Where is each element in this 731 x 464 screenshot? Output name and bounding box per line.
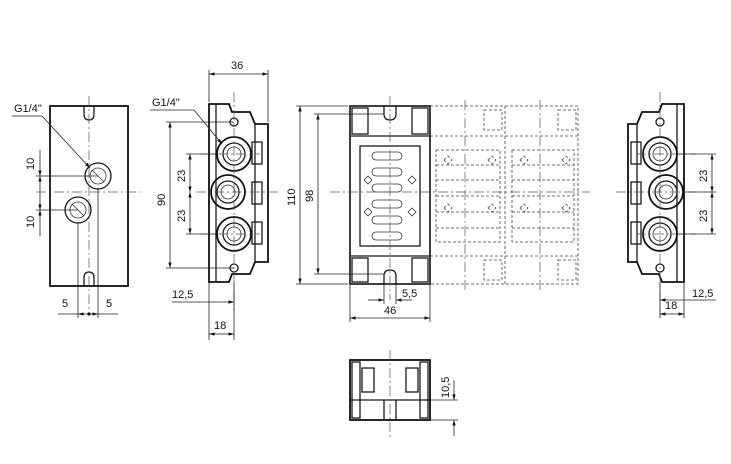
top-dim-98: 98	[304, 190, 316, 202]
front-dim-36: 36	[231, 60, 243, 72]
top-dim-5-5: 5,5	[402, 288, 417, 300]
bottom-view: 10,5	[349, 350, 458, 440]
side-thread-label: G1/4"	[14, 103, 42, 115]
top-dim-46: 46	[384, 305, 396, 317]
right-dim-12-5: 12,5	[692, 288, 713, 300]
right-view: 23 23 12,5 18	[616, 92, 716, 318]
top-view: 110 98 5,5 46	[286, 96, 590, 322]
front-dim-23-top: 23	[176, 170, 188, 182]
front-thread-label: G1/4"	[152, 97, 180, 109]
side-dim-10-top: 10	[25, 158, 37, 170]
right-dim-23-top: 23	[698, 170, 710, 182]
side-dim-5-left: 5	[62, 298, 68, 310]
side-dim-5-right: 5	[106, 298, 112, 310]
front-dim-18: 18	[214, 320, 226, 332]
front-dim-23-bottom: 23	[176, 210, 188, 222]
bottom-dim-10-5: 10,5	[440, 377, 452, 398]
right-dim-18: 18	[665, 300, 677, 312]
top-dim-110: 110	[286, 188, 298, 206]
right-dim-23-bottom: 23	[698, 210, 710, 222]
side-view: G1/4" 10 10 5 5	[12, 96, 140, 318]
front-view: G1/4" 36 90 23 23 12,5 18	[150, 60, 280, 340]
front-dim-12-5: 12,5	[172, 289, 193, 301]
extension-block-pattern	[435, 149, 575, 243]
front-dim-90: 90	[156, 194, 168, 206]
side-dim-10-bottom: 10	[25, 216, 37, 228]
